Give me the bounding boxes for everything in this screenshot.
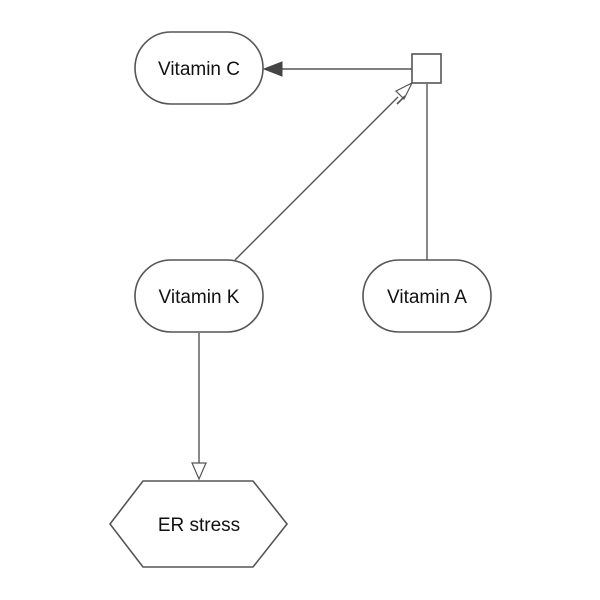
vitamin-k-label: Vitamin K (159, 287, 240, 308)
production-arrowhead (262, 61, 283, 77)
vitamin-k-node[interactable]: Vitamin K (134, 259, 264, 333)
er-stress-label: ER stress (158, 515, 240, 536)
stimulation-arrowhead (191, 462, 207, 481)
necessary-stimulation-bar (396, 95, 406, 105)
vitamin-c-label: Vitamin C (158, 59, 240, 80)
process-node[interactable] (411, 53, 442, 84)
necessary-stimulation-arrowhead (394, 81, 414, 101)
vitamin-k-shape (134, 259, 264, 333)
vitamin-c-shape (134, 31, 264, 105)
er-stress-shape (108, 480, 289, 568)
er-stress-node[interactable]: ER stress (108, 480, 289, 568)
vitamin-a-node[interactable]: Vitamin A (362, 259, 492, 333)
vitamin-c-node[interactable]: Vitamin C (134, 31, 264, 105)
vitamin-k-to-process-edge (234, 96, 399, 261)
vitamin-a-label: Vitamin A (387, 287, 467, 308)
vitamin-a-shape (362, 259, 492, 333)
